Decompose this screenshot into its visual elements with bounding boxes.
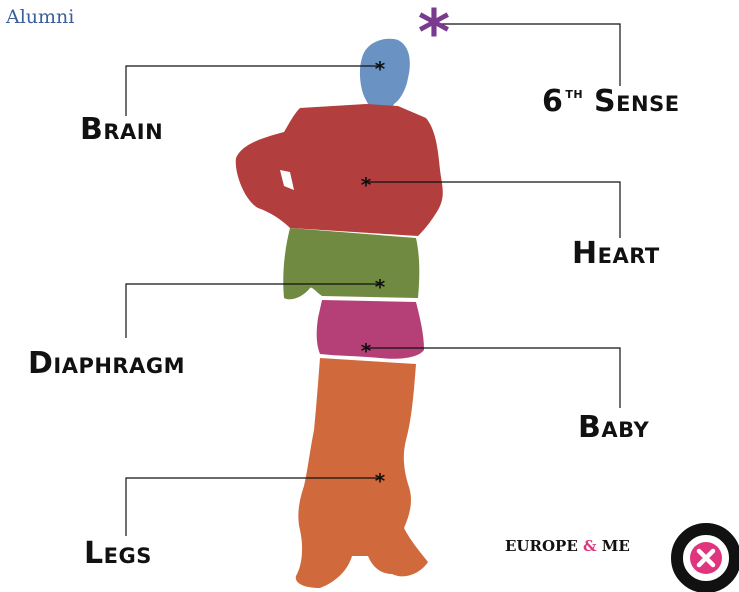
diaphragm-label: Diaphragm	[28, 346, 185, 381]
legs-segment	[296, 358, 428, 588]
waist-segment	[283, 228, 419, 299]
heart-marker: *	[361, 173, 372, 197]
legs-marker: *	[375, 469, 386, 493]
logo-word-me: ME	[602, 537, 630, 555]
torso-segment	[236, 104, 443, 236]
logo-wordmark[interactable]: EUROPE & ME	[505, 537, 630, 555]
logo-word-europe: EUROPE	[505, 537, 578, 555]
baby-label: Baby	[578, 410, 649, 445]
baby-marker: *	[361, 339, 372, 363]
sense-number: 6	[542, 84, 563, 119]
sense-callout-line	[436, 24, 620, 86]
diaphragm-marker: *	[375, 275, 386, 299]
sense-star-icon: *	[418, 0, 450, 69]
sense-superscript: TH	[565, 88, 583, 101]
legs-label: Legs	[84, 536, 152, 571]
heart-label: Heart	[572, 236, 660, 271]
brain-label: Brain	[80, 112, 163, 147]
brain-marker: *	[375, 57, 386, 81]
sense-word: Sense	[594, 84, 680, 119]
logo-ampersand: &	[583, 537, 597, 555]
logo-mark-icon	[677, 529, 735, 587]
